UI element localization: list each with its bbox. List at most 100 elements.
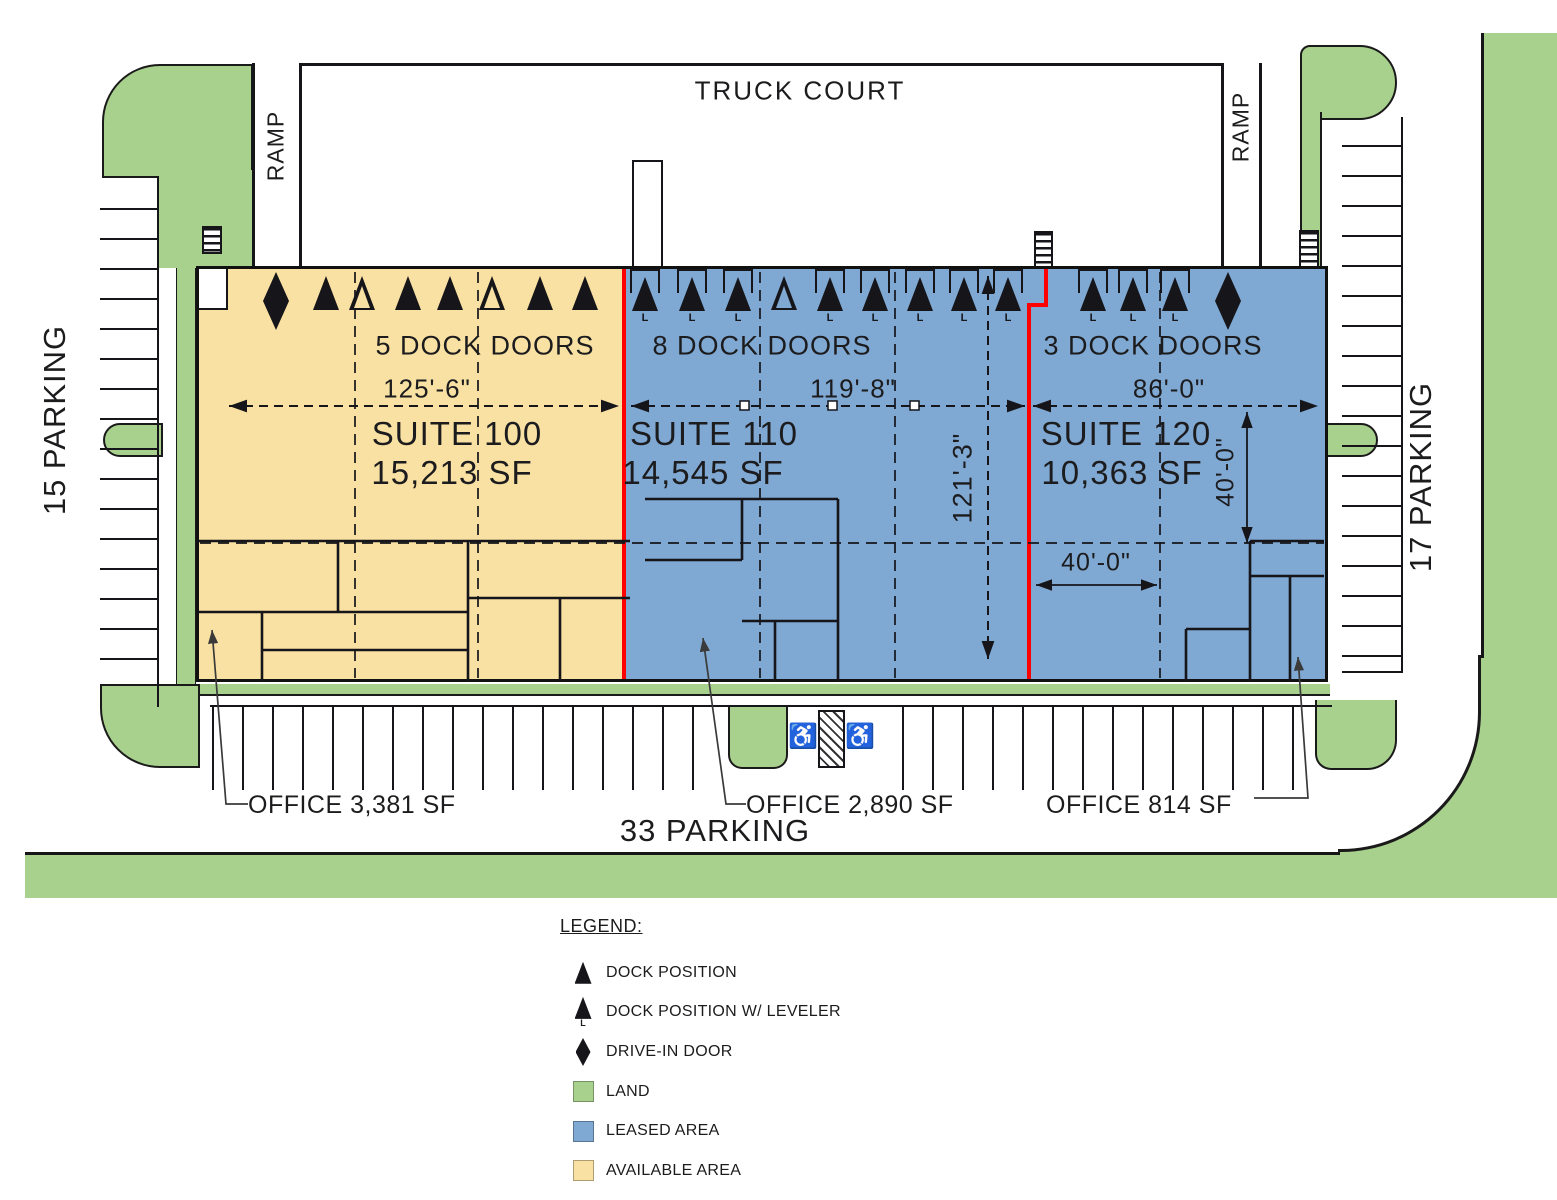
- land-island-bottom: [728, 707, 788, 769]
- entry-notch: [198, 268, 228, 310]
- road-edge-bottom: [25, 852, 1340, 855]
- land-hook-topright: [1300, 45, 1397, 120]
- parking-stall-line: [1342, 655, 1402, 657]
- parking-stall-line: [100, 298, 157, 300]
- right-parking-label: 17 PARKING: [1403, 381, 1438, 573]
- leveler-letter: L: [871, 312, 879, 324]
- suite-divider-110-120: [1027, 303, 1031, 682]
- parking-stall-line: [572, 707, 574, 790]
- parking-stall-line: [1342, 385, 1402, 387]
- land-hook-tail: [1300, 112, 1322, 268]
- parking-stall-line: [1342, 145, 1402, 147]
- parking-stall-line: [1342, 505, 1402, 507]
- stairs-icon: [202, 226, 222, 254]
- available-swatch: [560, 1160, 606, 1182]
- legend-title: LEGEND:: [560, 916, 643, 936]
- parking-stall-line: [902, 707, 904, 790]
- right-ramp-east-line: [1259, 63, 1262, 268]
- leveler-letter: L: [688, 312, 696, 324]
- parking-stall-line: [302, 707, 304, 790]
- parking-stall-line: [1172, 707, 1174, 790]
- suite-120-width-dim: 86'-0": [1132, 373, 1206, 404]
- parking-stall-line: [392, 707, 394, 790]
- parking-stall-line: [100, 658, 157, 660]
- legend-item: DRIVE-IN DOOR: [560, 1032, 1080, 1072]
- parking-stall-line: [992, 707, 994, 790]
- right-parking-end-line: [1342, 671, 1402, 673]
- parking-stall-line: [1342, 355, 1402, 357]
- suite-divider-100-110: [622, 268, 626, 680]
- dock-bumper-icon: [905, 269, 935, 293]
- parking-stall-line: [1202, 707, 1204, 790]
- truck-well: [632, 160, 663, 268]
- leveler-letter: L: [580, 1017, 586, 1028]
- leveler-letter: L: [1089, 312, 1097, 324]
- land-margin-left: [176, 268, 196, 695]
- leveler-letter: L: [641, 312, 649, 324]
- legend-item: LAND: [560, 1072, 1080, 1112]
- left-ramp-east-line: [299, 63, 302, 268]
- office-120-label: OFFICE 814 SF: [1046, 791, 1232, 819]
- parking-stall-line: [602, 707, 604, 790]
- parking-stall-line: [542, 707, 544, 790]
- legend-item: AVAILABLE AREA: [560, 1151, 1080, 1191]
- leveler-letter: L: [826, 312, 834, 324]
- parking-stall-line: [932, 707, 934, 790]
- suite-100-width-dim: 125'-6": [383, 373, 471, 404]
- parking-stall-line: [362, 707, 364, 790]
- bottom-parking-curb: [210, 705, 1332, 707]
- parking-stall-line: [422, 707, 424, 790]
- left-parking-label: 15 PARKING: [37, 324, 72, 516]
- leveler-letter: L: [1004, 312, 1012, 324]
- truck-court-top-line: [299, 63, 1223, 66]
- parking-stall-line: [1262, 707, 1264, 790]
- parking-stall-line: [1082, 707, 1084, 790]
- parking-stall-line: [1292, 707, 1294, 790]
- dock-position-icon: [560, 961, 606, 984]
- parking-stall-line: [1342, 175, 1402, 177]
- parking-stall-line: [662, 707, 664, 790]
- parking-stall-line: [1142, 707, 1144, 790]
- bottom-parking-label: 33 PARKING: [619, 813, 811, 848]
- left-ramp-label: RAMP: [262, 110, 289, 182]
- parking-stall-line: [100, 478, 157, 480]
- suite-120-name: SUITE 120: [1040, 415, 1212, 452]
- suite-110-name: SUITE 110: [630, 415, 798, 452]
- parking-stall-line: [1112, 707, 1114, 790]
- truck-court-label: TRUCK COURT: [694, 75, 906, 106]
- dock-bumper-icon: [815, 269, 845, 293]
- stairs-icon: [1299, 230, 1319, 268]
- dock-position-leveler-icon: L: [560, 996, 606, 1028]
- leveler-letter: L: [960, 312, 968, 324]
- parking-stall-line: [100, 628, 157, 630]
- parking-stall-line: [100, 538, 157, 540]
- dock-bumper-icon: [949, 269, 979, 293]
- bay-width-dim: 40'-0": [1061, 548, 1131, 577]
- parking-stall-line: [1342, 535, 1402, 537]
- dock-bumper-icon: [723, 269, 753, 293]
- leveler-letter: L: [916, 312, 924, 324]
- parking-stall-line: [242, 707, 244, 790]
- parking-stall-line: [100, 238, 157, 240]
- parking-stall-line: [100, 418, 157, 420]
- right-parking-curb: [1401, 117, 1403, 673]
- parking-stall-line: [100, 448, 157, 450]
- parking-stall-line: [100, 208, 157, 210]
- legend-item: LEASED AREA: [560, 1111, 1080, 1151]
- parking-stall-line: [332, 707, 334, 790]
- leveler-letter: L: [734, 312, 742, 324]
- land-strip-bottom: [196, 684, 1330, 696]
- parking-stall-line: [1342, 295, 1402, 297]
- legend-item-label: AVAILABLE AREA: [606, 1161, 742, 1179]
- parking-stall-line: [100, 388, 157, 390]
- suite-110-dock-label: 8 DOCK DOORS: [652, 330, 872, 361]
- land-island-left: [103, 423, 163, 457]
- bay-depth-dim: 40'-0": [1211, 437, 1240, 507]
- building-outline: [196, 266, 1328, 682]
- parking-stall-line: [1342, 565, 1402, 567]
- parking-stall-line: [212, 707, 214, 790]
